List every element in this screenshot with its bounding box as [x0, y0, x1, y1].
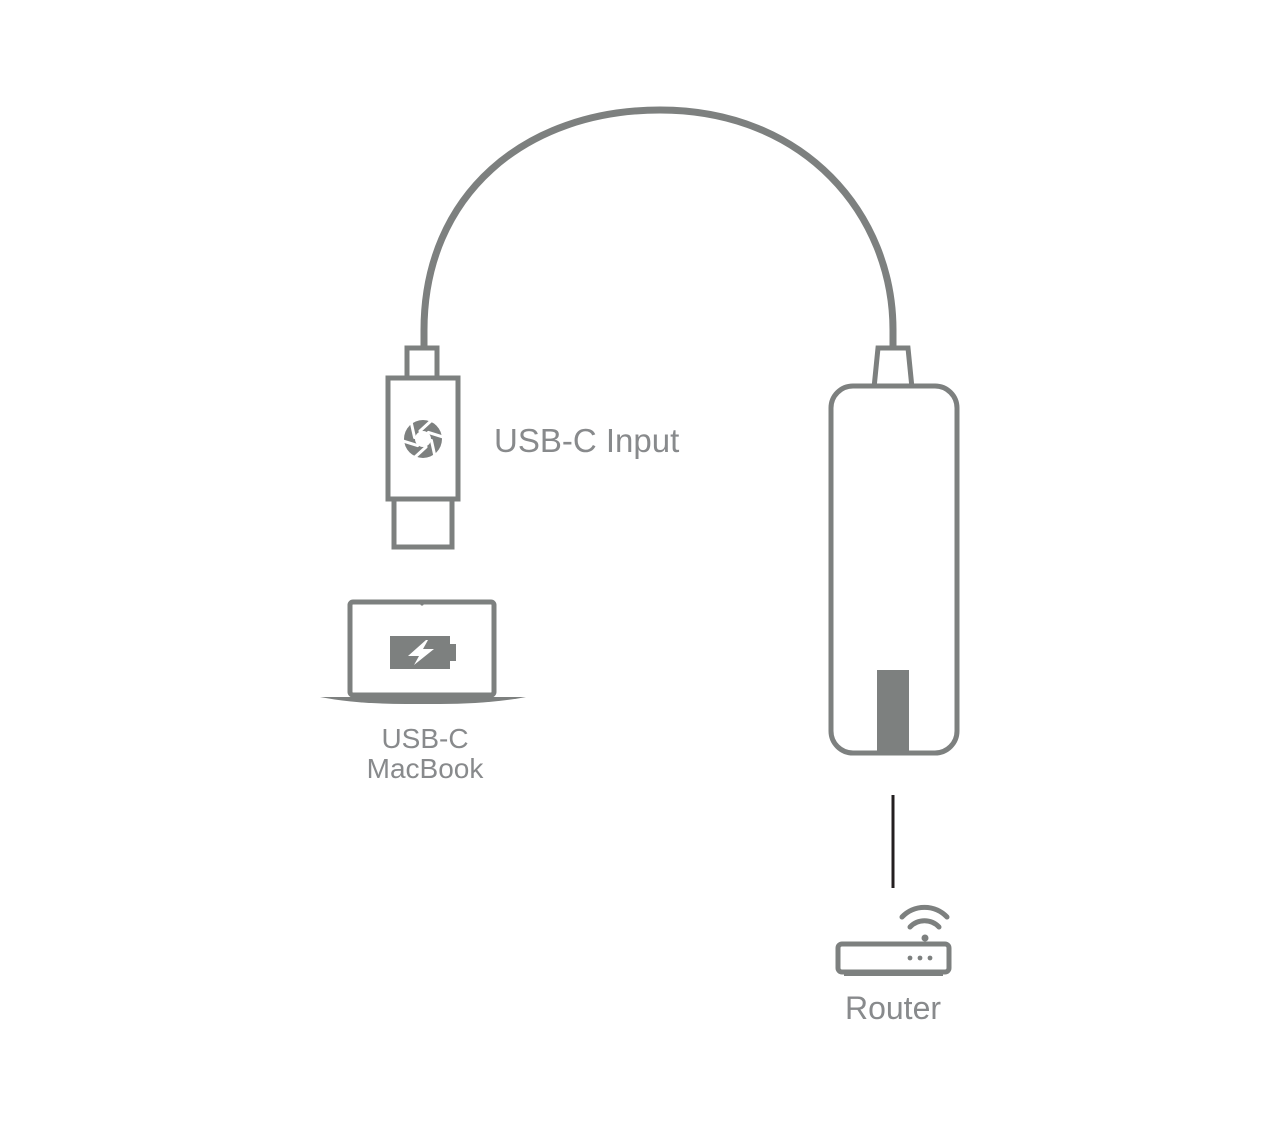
ethernet-adapter-icon: [828, 383, 960, 756]
macbook-label-line1: USB-C: [381, 723, 469, 754]
plug-tip: [391, 496, 455, 550]
cable: [420, 106, 897, 352]
laptop-base: [320, 697, 526, 704]
router-label: Router: [844, 990, 942, 1026]
shutter-logo-icon: [400, 418, 446, 460]
battery-charging-icon: [390, 636, 456, 669]
router-icon: [835, 941, 952, 976]
adapter-neck: [871, 345, 915, 391]
laptop-icon: [320, 599, 526, 704]
macbook-label-line2: MacBook: [366, 753, 484, 784]
ethernet-port: [877, 670, 909, 752]
plug-neck: [404, 345, 440, 381]
usb-c-input-label: USB-C Input: [494, 422, 680, 459]
wifi-icon: [899, 904, 950, 942]
usb-c-plug: [385, 345, 461, 550]
laptop-camera: [420, 602, 424, 606]
macbook-label: USB-C MacBook: [343, 724, 507, 784]
